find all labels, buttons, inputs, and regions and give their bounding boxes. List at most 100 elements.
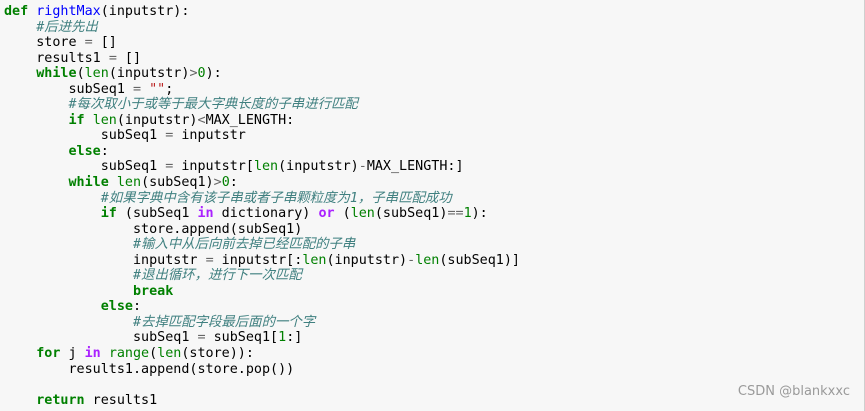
code-token: : (133, 299, 142, 315)
code-token: len (415, 252, 440, 268)
code-token: < (197, 112, 206, 128)
code-token: inputstr[: (213, 252, 303, 268)
code-token: #后进先出 (36, 19, 98, 35)
code-indent (4, 51, 36, 66)
code-token: #退出循环，进行下一次匹配 (133, 268, 302, 284)
code-line: subSeq1 = inputstr[len(inputstr)-MAX_LEN… (4, 159, 864, 175)
code-indent (4, 284, 133, 299)
code-line: #每次取小于或等于最大字典长度的子串进行匹配 (4, 97, 864, 113)
code-line: break (4, 284, 864, 300)
code-token: (subSeq1) (374, 206, 448, 222)
code-indent (4, 113, 69, 128)
code-line: results1 = [] (4, 51, 864, 67)
code-token: #输入中从后向前去掉已经匹配的子串 (133, 237, 356, 253)
code-token: (inputstr): (100, 4, 190, 19)
code-indent (4, 299, 101, 314)
code-line: else: (4, 144, 864, 160)
code-token (101, 346, 109, 361)
code-line: store = [] (4, 35, 864, 51)
code-line: inputstr = inputstr[:len(inputstr)-len(s… (4, 253, 864, 269)
code-indent (4, 393, 36, 408)
code-token: = (165, 159, 174, 175)
code-token: len (84, 66, 109, 82)
code-indent (4, 222, 133, 237)
code-line: for j in range(len(store)): (4, 346, 864, 362)
code-token: inputstr (173, 128, 246, 144)
code-line: #后进先出 (4, 20, 864, 36)
code-token: dictionary) (213, 206, 319, 222)
code-indent (4, 346, 36, 361)
code-line: subSeq1 = inputstr (4, 128, 864, 144)
code-token: "" (149, 81, 166, 97)
code-line: #退出循环，进行下一次匹配 (4, 268, 864, 284)
code-token: (inputstr) (278, 159, 359, 175)
code-indent (4, 330, 133, 345)
code-token: inputstr (133, 252, 206, 268)
code-token: len (302, 252, 327, 268)
code-token: (store)): (181, 346, 254, 362)
code-token: ( (76, 66, 85, 82)
code-token (141, 82, 149, 97)
code-token: ): (471, 206, 488, 222)
code-token: (subSeq1)] (439, 252, 520, 268)
code-token: = (197, 330, 206, 346)
code-indent (4, 362, 69, 377)
code-token: MAX_LENGTH:] (366, 159, 464, 175)
code-lines: def rightMax(inputstr): #后进先出 store = []… (4, 4, 864, 408)
code-indent (4, 253, 133, 268)
code-token: : (229, 175, 238, 191)
code-line: def rightMax(inputstr): (4, 4, 864, 20)
code-indent (4, 144, 69, 159)
csdn-watermark: CSDN @blankxxc (737, 384, 850, 400)
code-token: 1 (463, 206, 472, 222)
code-line: if (subSeq1 in dictionary) or (len(subSe… (4, 206, 864, 222)
code-token: (inputstr) (116, 112, 198, 128)
code-token: MAX_LENGTH: (205, 112, 295, 128)
code-indent (4, 237, 133, 252)
code-token: store (36, 35, 85, 51)
code-token: (subSeq1 (116, 206, 198, 222)
code-token: #去掉匹配字段最后面的一个字 (133, 314, 316, 330)
code-token: [] (116, 50, 142, 66)
code-indent (4, 191, 101, 206)
code-token: ( (149, 346, 158, 362)
code-token: else (100, 299, 133, 315)
code-line: if len(inputstr)<MAX_LENGTH: (4, 113, 864, 129)
code-token: ; (165, 81, 174, 97)
code-indent (4, 128, 101, 143)
code-indent (4, 315, 133, 330)
code-token: in (197, 206, 214, 222)
code-token: store.append(subSeq1) (133, 221, 303, 237)
code-token: len (92, 112, 117, 128)
code-token: 0 (221, 175, 230, 191)
code-token: subSeq1 (68, 81, 133, 97)
code-line: #如果字典中含有该子串或者子串颗粒度为1，子串匹配成功 (4, 191, 864, 207)
code-line: ​ (4, 377, 864, 393)
code-line: return results1 (4, 393, 864, 409)
code-token: inputstr[ (173, 159, 254, 175)
code-token: in (84, 346, 101, 362)
code-line: else: (4, 299, 864, 315)
code-token: subSeq1 (100, 128, 166, 144)
code-token: == (447, 206, 464, 222)
code-token: range (108, 346, 150, 362)
code-token: - (358, 159, 367, 175)
code-token: = (165, 128, 174, 144)
code-indent (4, 20, 36, 35)
code-token: = (205, 252, 214, 268)
code-token: > (213, 175, 222, 191)
code-line: results1.append(store.pop()) (4, 362, 864, 378)
code-token: 0 (197, 66, 206, 82)
code-token (85, 113, 93, 128)
code-token: subSeq1 (133, 330, 198, 346)
code-token: ( (334, 206, 351, 222)
code-token: (inputstr) (326, 252, 408, 268)
code-token: #每次取小于或等于最大字典长度的子串进行匹配 (68, 97, 358, 113)
code-token: = (133, 81, 142, 97)
code-token: break (133, 283, 174, 299)
code-token: : (100, 143, 109, 159)
code-token: rightMax (36, 4, 101, 19)
code-token: (subSeq1) (141, 175, 214, 191)
code-token: #如果字典中含有该子串或者子串颗粒度为1，子串匹配成功 (100, 190, 452, 206)
